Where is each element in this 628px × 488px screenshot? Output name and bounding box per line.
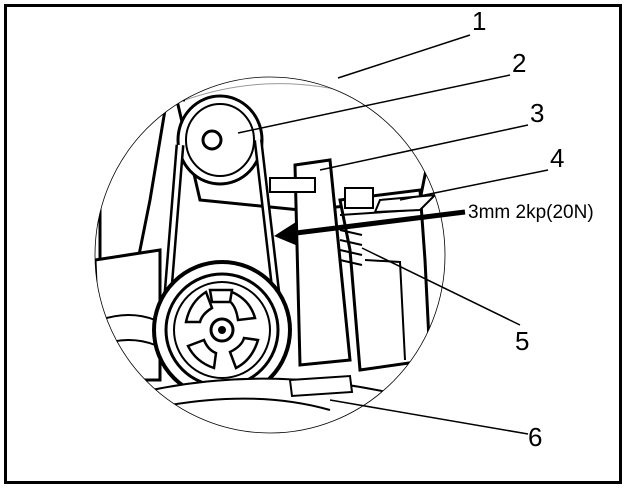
- adjust-bolt: [269, 177, 316, 193]
- spring: [339, 229, 363, 266]
- tension-arrow: [287, 209, 466, 237]
- machine-vignette: [95, 77, 445, 433]
- callout-4: 4: [550, 143, 564, 173]
- tension-annotation: 3mm 2kp(20N): [468, 202, 594, 223]
- leader-lines: [237, 34, 549, 435]
- callout-1: 1: [472, 6, 486, 36]
- callout-3: 3: [530, 98, 544, 128]
- callout-2: 2: [512, 48, 526, 78]
- callout-6: 6: [528, 422, 542, 452]
- support-plate: [293, 158, 352, 367]
- handwheel: [152, 260, 292, 400]
- callout-5: 5: [515, 326, 529, 356]
